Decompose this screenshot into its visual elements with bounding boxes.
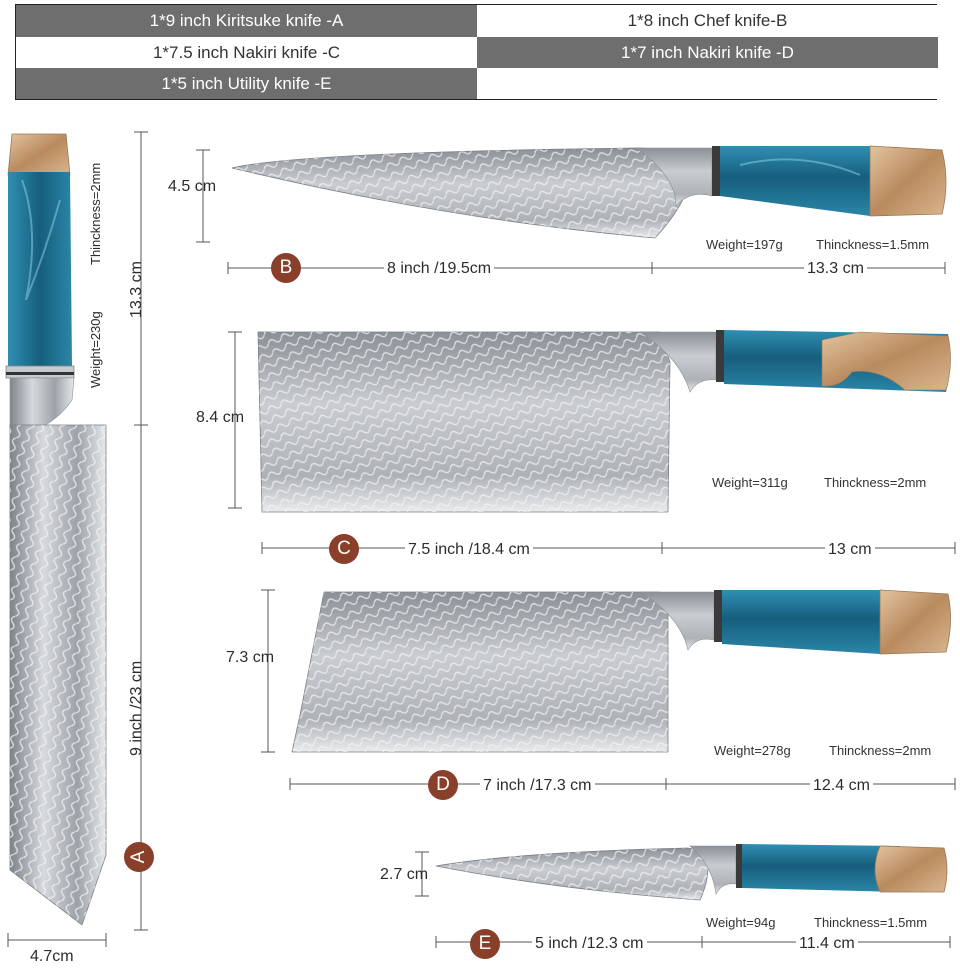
dimension-lines <box>7 131 956 948</box>
knife-a-thickness-label: Thinckness=2mm <box>88 162 103 265</box>
knife-a-weight-label: Weight=230g <box>88 311 103 388</box>
legend-knife-d: 1*7 inch Nakiri knife -D <box>477 37 938 68</box>
knife-c-handle-length-label: 13 cm <box>825 541 875 559</box>
knife-e-badge: E <box>470 929 500 959</box>
knife-c-badge: C <box>329 534 359 564</box>
knife-e-thickness-label: Thinckness=1.5mm <box>814 915 928 930</box>
knife-b-badge: B <box>271 253 301 283</box>
knife-e-weight-label: Weight=94g <box>706 915 776 930</box>
knife-b-drawing <box>231 145 947 239</box>
knife-e-drawing <box>435 844 948 901</box>
knife-b-height-label: 4.5 cm <box>168 178 217 195</box>
knife-d-handle-length-label: 12.4 cm <box>810 777 873 795</box>
knife-a-blade-length-label: 9 inch /23 cm <box>128 660 145 756</box>
knife-d-weight-label: Weight=278g <box>714 743 791 758</box>
knife-e-handle-length-label: 11.4 cm <box>796 935 858 953</box>
knife-d-drawing <box>291 589 951 753</box>
knife-d-thickness-label: Thinckness=2mm <box>829 743 932 758</box>
knife-b-thickness-label: Thinckness=1.5mm <box>816 237 930 252</box>
legend-knife-c: 1*7.5 inch Nakiri knife -C <box>16 37 477 68</box>
knife-c-thickness-label: Thinckness=2mm <box>824 475 927 490</box>
knife-a-drawing <box>5 133 107 926</box>
knife-legend-table: 1*9 inch Kiritsuke knife -A 1*8 inch Che… <box>15 4 938 100</box>
legend-knife-b: 1*8 inch Chef knife-B <box>477 5 938 37</box>
knife-a-badge: A <box>124 842 154 872</box>
knife-a-width-label: 4.7cm <box>30 948 74 965</box>
knife-b-handle-length-label: 13.3 cm <box>804 260 867 278</box>
knife-c-weight-label: Weight=311g <box>712 475 788 490</box>
knife-c-drawing <box>257 330 951 513</box>
legend-empty-cell <box>477 68 938 99</box>
knife-c-height-label: 8.4 cm <box>196 409 245 426</box>
legend-knife-a: 1*9 inch Kiritsuke knife -A <box>16 5 477 37</box>
knife-e-blade-length-label: 5 inch /12.3 cm <box>532 935 647 953</box>
knife-b-blade-length-label: 8 inch /19.5cm <box>384 260 495 278</box>
knife-e-height-label: 2.7 cm <box>380 866 429 883</box>
knife-d-height-label: 7.3 cm <box>226 649 275 666</box>
knife-b-weight-label: Weight=197g <box>706 237 783 252</box>
knife-c-blade-length-label: 7.5 inch /18.4 cm <box>405 541 533 559</box>
legend-knife-e: 1*5 inch Utility knife -E <box>16 68 477 99</box>
knife-d-blade-length-label: 7 inch /17.3 cm <box>480 777 595 795</box>
knife-a-handle-length-label: 13.3 cm <box>128 261 145 318</box>
knife-d-badge: D <box>428 770 458 800</box>
